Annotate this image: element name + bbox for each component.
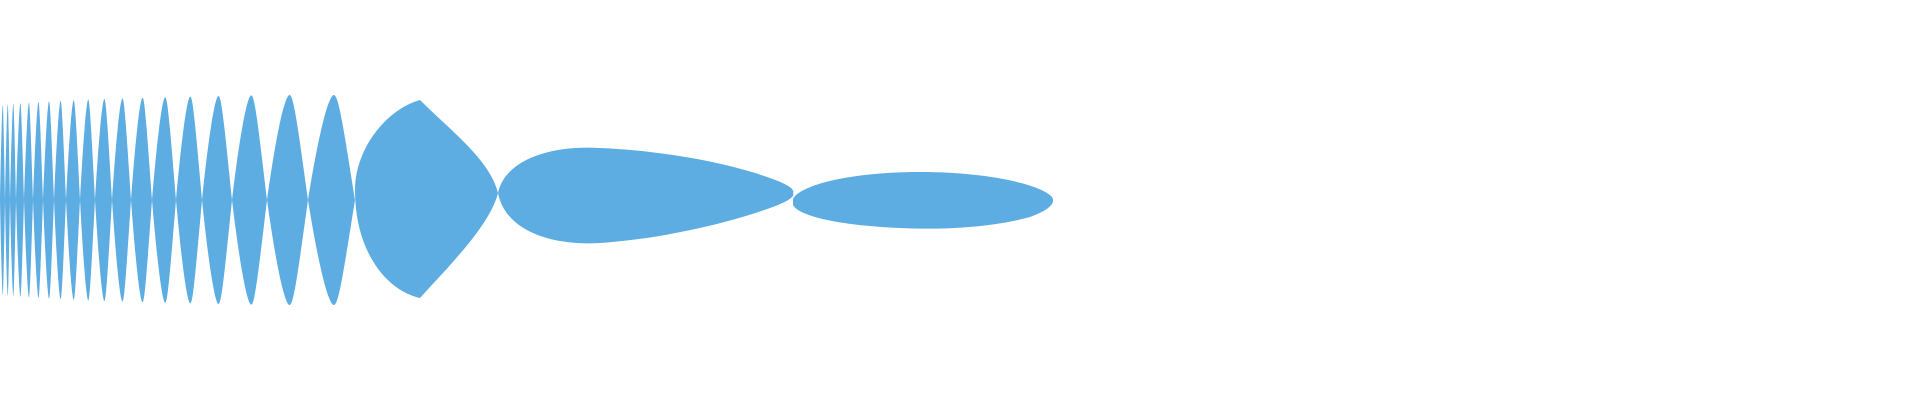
waveform-lobe — [0, 105, 5, 295]
waveform-lobe — [24, 102, 33, 298]
waveform-lobe — [5, 104, 10, 296]
waveform-lobe — [80, 99, 95, 301]
waveform-lobe — [176, 96, 202, 304]
waveform-lobe — [308, 95, 355, 305]
waveform-lobes — [0, 95, 1054, 305]
waveform-lobe — [793, 172, 1054, 229]
waveform-lobe — [54, 100, 66, 300]
waveform-lobe — [498, 147, 794, 244]
waveform-lobe — [10, 103, 16, 297]
waveform-lobe — [232, 95, 267, 305]
waveform-lobe — [66, 100, 80, 300]
waveform-lobe — [95, 99, 112, 301]
waveform-lobe — [16, 103, 24, 297]
waveform-lobe — [43, 101, 54, 299]
waveform-lobe — [131, 97, 152, 303]
waveform-lobe — [33, 102, 43, 298]
waveform-lobe — [112, 98, 131, 302]
waveform-lobe — [355, 100, 498, 298]
waveform-lobe — [267, 95, 308, 305]
waveform-lobe — [152, 97, 176, 303]
waveform-lobe — [202, 96, 232, 304]
